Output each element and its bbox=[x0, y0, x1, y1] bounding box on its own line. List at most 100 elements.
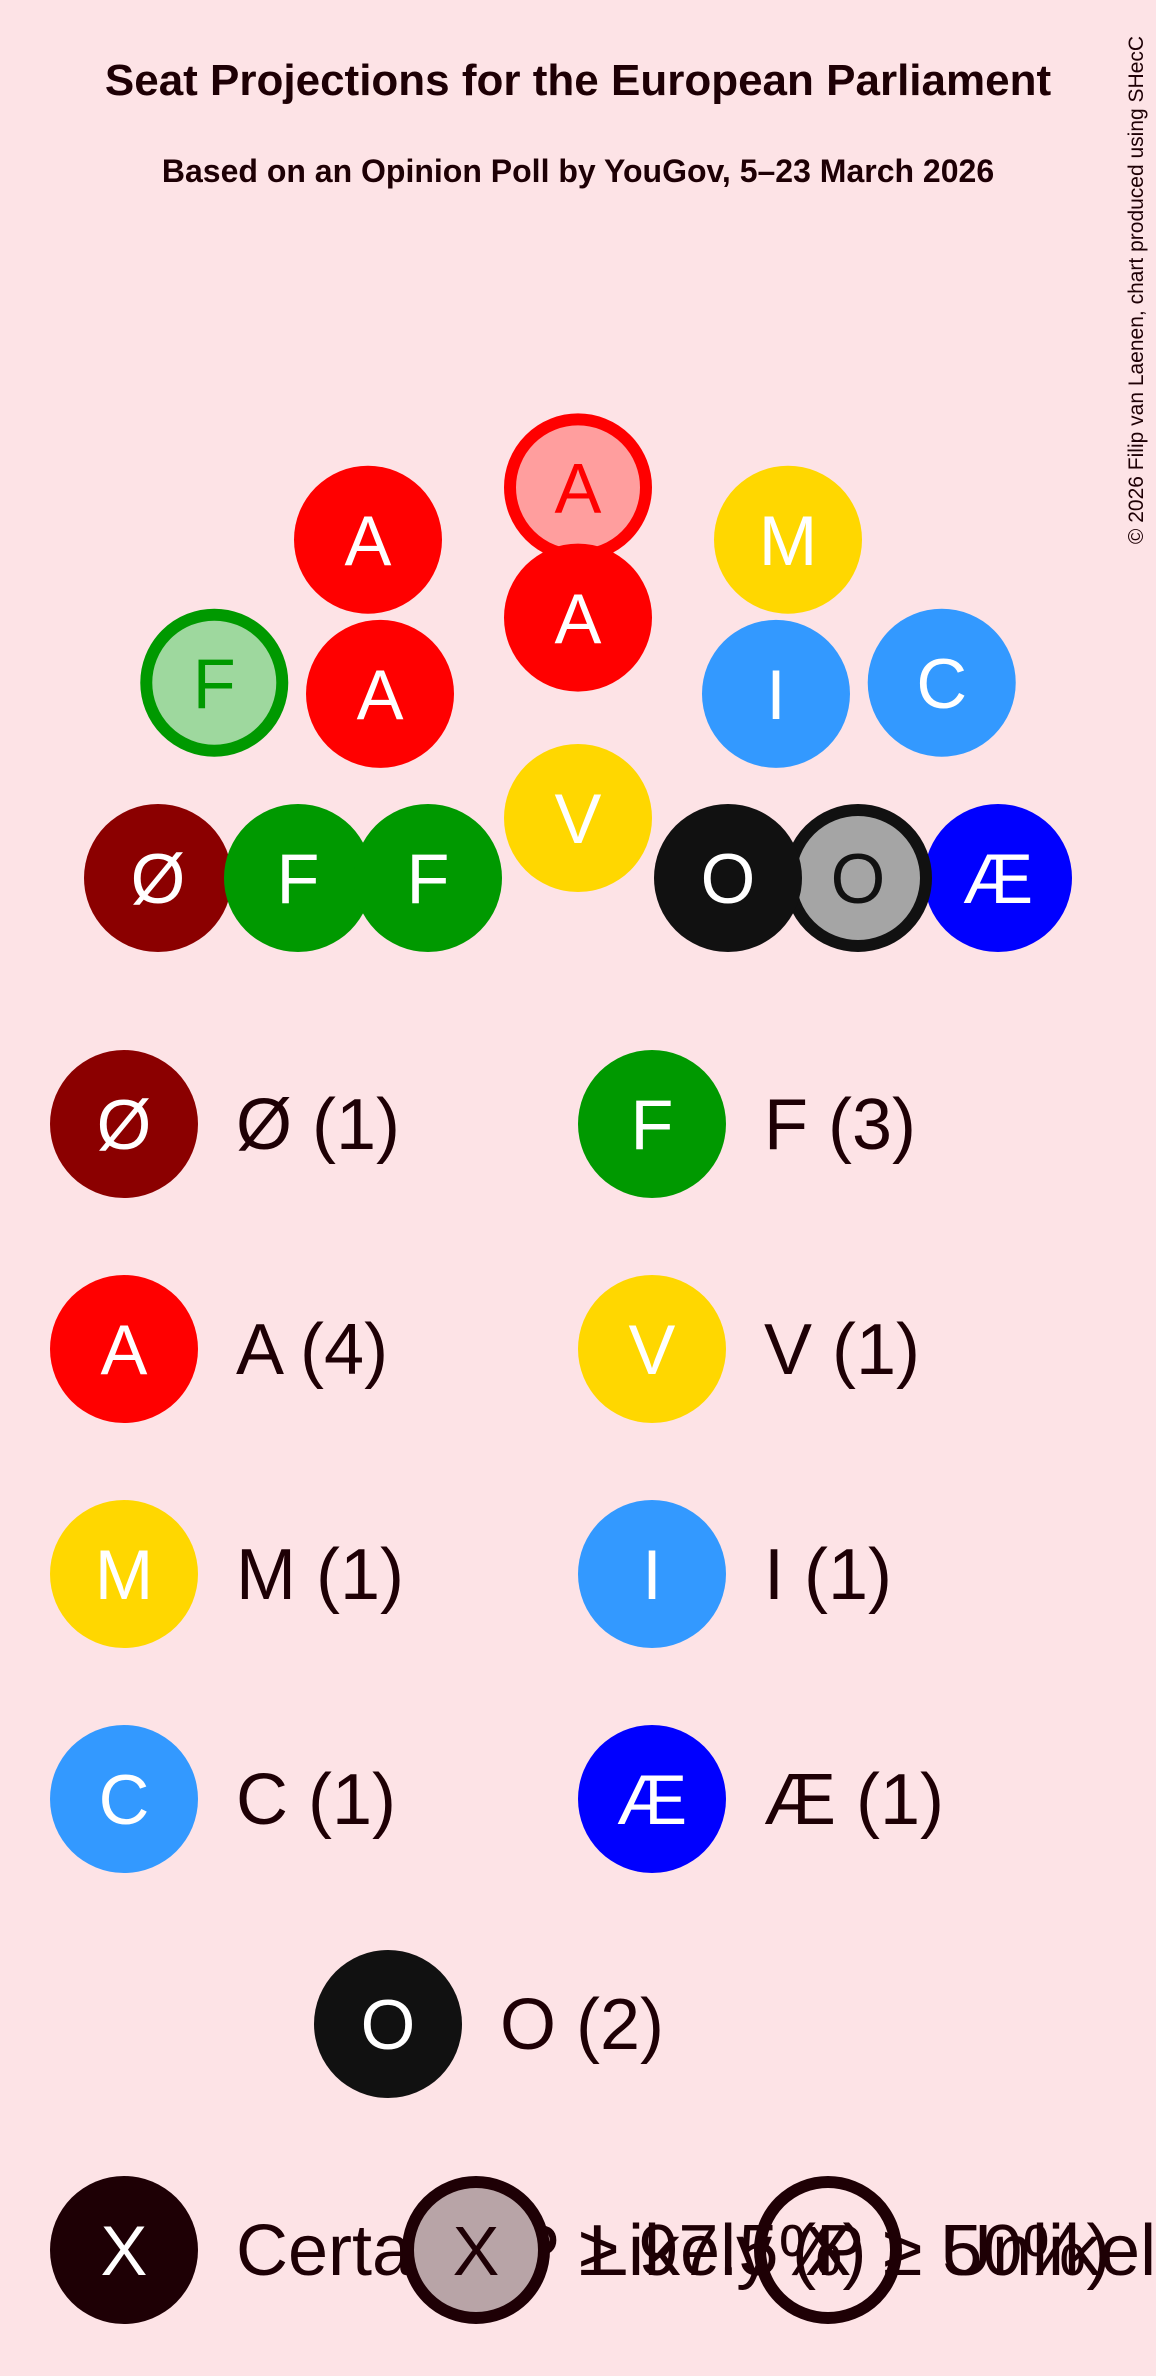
legend-item-6-marker-letter: I bbox=[642, 1535, 662, 1614]
legend-item-9: O O (2) bbox=[314, 1950, 664, 2098]
key-unlikely-marker-ring bbox=[754, 2176, 902, 2324]
legend-item-8-marker: Æ bbox=[578, 1725, 726, 1873]
key-unlikely-marker-letter: X bbox=[805, 2212, 852, 2290]
key-certain-marker-disc bbox=[50, 2176, 198, 2324]
copyright-note: © 2026 Filip van Laenen, chart produced … bbox=[1125, 36, 1148, 544]
legend-item-4: V V (1) bbox=[578, 1275, 920, 1423]
seat-13-disc bbox=[924, 804, 1072, 952]
seat-4: F bbox=[140, 608, 289, 757]
key-likely-marker-disc bbox=[402, 2176, 550, 2324]
seat-12-disc bbox=[867, 608, 1016, 757]
legend-item-6-marker-disc bbox=[578, 1500, 726, 1648]
legend-item-7-marker-letter: C bbox=[99, 1760, 150, 1839]
key-certain-marker-letter: X bbox=[101, 2211, 148, 2290]
legend-item-5-marker-disc bbox=[50, 1500, 198, 1648]
key-certain-marker: X bbox=[50, 2176, 198, 2324]
seat-1: Ø bbox=[84, 804, 232, 952]
legend-item-9-marker: O bbox=[314, 1950, 462, 2098]
chart-subtitle: Based on an Opinion Poll by YouGov, 5–23… bbox=[162, 153, 994, 189]
seat-9-letter: V bbox=[555, 779, 602, 858]
seat-5-disc bbox=[306, 619, 455, 768]
legend-item-3-label: A (4) bbox=[236, 1310, 388, 1390]
key-likely-label: Likely (P ≥ 50%) bbox=[588, 2211, 1110, 2291]
legend-item-2-marker-disc bbox=[578, 1050, 726, 1198]
legend-item-5-marker: M bbox=[50, 1500, 198, 1648]
legend-item-9-label: O (2) bbox=[500, 1985, 664, 2065]
seat-13: Æ bbox=[924, 804, 1072, 952]
seat-12: C bbox=[867, 608, 1016, 757]
legend-item-5-label: M (1) bbox=[236, 1535, 404, 1615]
seat-15-disc bbox=[654, 804, 802, 952]
seat-6: A bbox=[294, 465, 442, 614]
legend-item-8-marker-disc bbox=[578, 1725, 726, 1873]
seat-2-letter: F bbox=[277, 839, 320, 918]
legend-item-4-marker: V bbox=[578, 1275, 726, 1423]
seat-5-letter: A bbox=[357, 655, 404, 734]
legend-item-4-marker-letter: V bbox=[629, 1310, 676, 1389]
legend-item-1-marker-disc bbox=[50, 1050, 198, 1198]
legend-item-8-marker-letter: Æ bbox=[617, 1760, 687, 1839]
legend-item-6-label: I (1) bbox=[764, 1535, 892, 1615]
seat-3-letter: F bbox=[407, 839, 450, 918]
seat-15-letter: O bbox=[701, 839, 756, 918]
legend-item-9-marker-disc bbox=[314, 1950, 462, 2098]
legend-item-8-label: Æ (1) bbox=[764, 1760, 944, 1840]
legend-item-1-marker-letter: Ø bbox=[97, 1085, 152, 1164]
chart-title: Seat Projections for the European Parlia… bbox=[105, 56, 1052, 105]
legend-item-6: I I (1) bbox=[578, 1500, 892, 1648]
legend-item-2-marker-letter: F bbox=[631, 1085, 674, 1164]
seat-2: F bbox=[224, 804, 372, 952]
seat-14: O bbox=[784, 804, 932, 952]
seat-8-letter: A bbox=[555, 579, 602, 658]
legend-item-4-label: V (1) bbox=[764, 1310, 920, 1390]
legend-item-2-marker: F bbox=[578, 1050, 726, 1198]
seat-3-disc bbox=[354, 804, 502, 952]
seat-2-disc bbox=[224, 804, 372, 952]
legend-item-7-marker-disc bbox=[50, 1725, 198, 1873]
legend-item-3-marker: A bbox=[50, 1275, 198, 1423]
legend-item-3: A A (4) bbox=[50, 1275, 388, 1423]
seat-1-letter: Ø bbox=[131, 839, 186, 918]
seat-11-letter: I bbox=[766, 655, 786, 734]
legend-item-5-marker-letter: M bbox=[95, 1535, 154, 1614]
legend-item-8: Æ Æ (1) bbox=[578, 1725, 944, 1873]
legend-item-3-marker-disc bbox=[50, 1275, 198, 1423]
legend-item-1-marker: Ø bbox=[50, 1050, 198, 1198]
seat-14-letter: O bbox=[831, 839, 886, 918]
seat-1-disc bbox=[84, 804, 232, 952]
seat-13-letter: Æ bbox=[963, 839, 1033, 918]
seat-6-disc bbox=[294, 465, 442, 614]
key-likely-marker: X bbox=[402, 2176, 550, 2324]
seat-5: A bbox=[306, 619, 455, 768]
legend-item-5: M M (1) bbox=[50, 1500, 404, 1648]
legend-item-4-marker-disc bbox=[578, 1275, 726, 1423]
seat-9: V bbox=[504, 744, 652, 892]
seat-8-disc bbox=[504, 543, 652, 692]
seat-12-letter: C bbox=[916, 644, 967, 723]
seat-11-disc bbox=[701, 619, 850, 768]
seat-15: O bbox=[654, 804, 802, 952]
seat-4-letter: F bbox=[193, 644, 236, 723]
seat-9-disc bbox=[504, 744, 652, 892]
seat-3: F bbox=[354, 804, 502, 952]
seat-4-disc bbox=[140, 608, 289, 757]
seat-8: A bbox=[504, 543, 652, 692]
key-unlikely-marker: X bbox=[754, 2176, 902, 2324]
seat-10: M bbox=[714, 465, 862, 614]
legend-item-3-marker-letter: A bbox=[101, 1310, 148, 1389]
seat-6-letter: A bbox=[345, 501, 392, 580]
seat-7: A bbox=[504, 413, 652, 562]
legend-item-6-marker: I bbox=[578, 1500, 726, 1648]
key-likely-marker-letter: X bbox=[453, 2212, 500, 2290]
seat-10-letter: M bbox=[759, 501, 818, 580]
legend-item-9-marker-letter: O bbox=[361, 1985, 416, 2064]
seat-11: I bbox=[701, 619, 850, 768]
legend-item-7-marker: C bbox=[50, 1725, 198, 1873]
legend-item-1-label: Ø (1) bbox=[236, 1085, 400, 1165]
seat-10-disc bbox=[714, 465, 862, 614]
